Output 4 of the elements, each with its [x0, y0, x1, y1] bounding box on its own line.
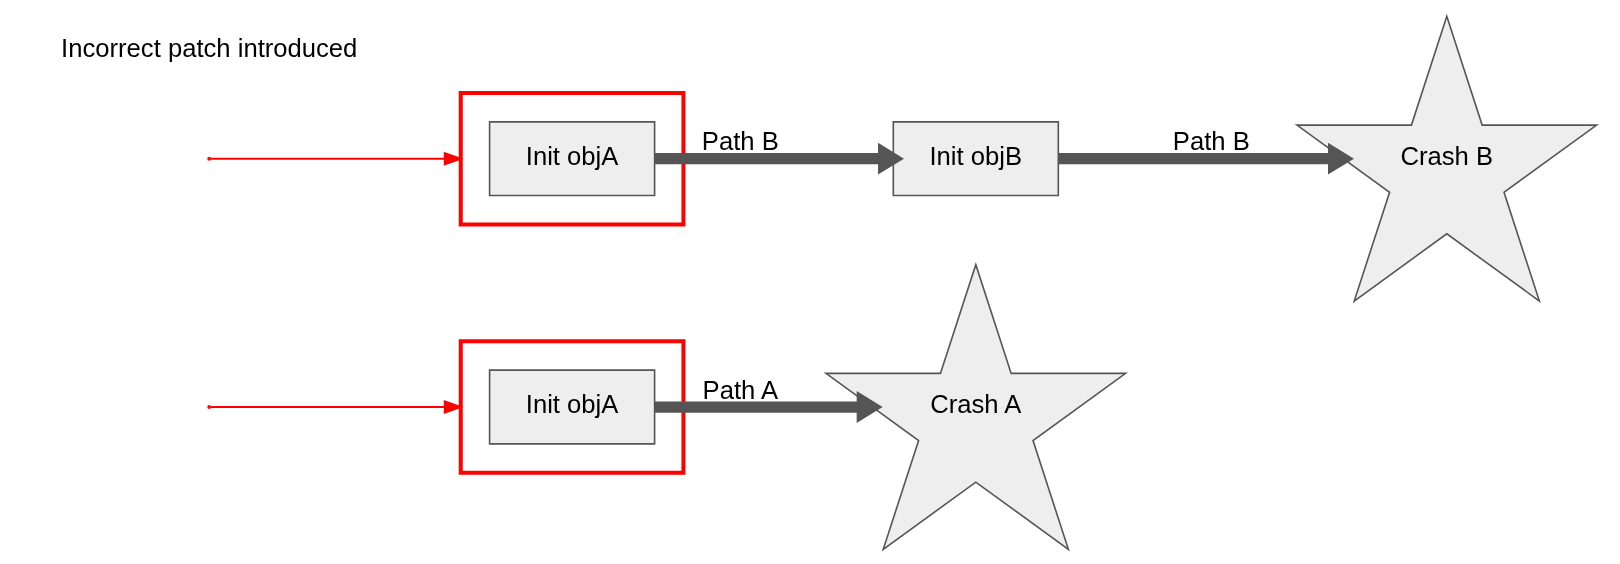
label: Incorrect patch introduced	[61, 34, 358, 63]
edge-label: Path A	[702, 375, 779, 404]
edge-label: Path B	[701, 127, 779, 156]
edge-label: Path B	[1172, 127, 1250, 156]
